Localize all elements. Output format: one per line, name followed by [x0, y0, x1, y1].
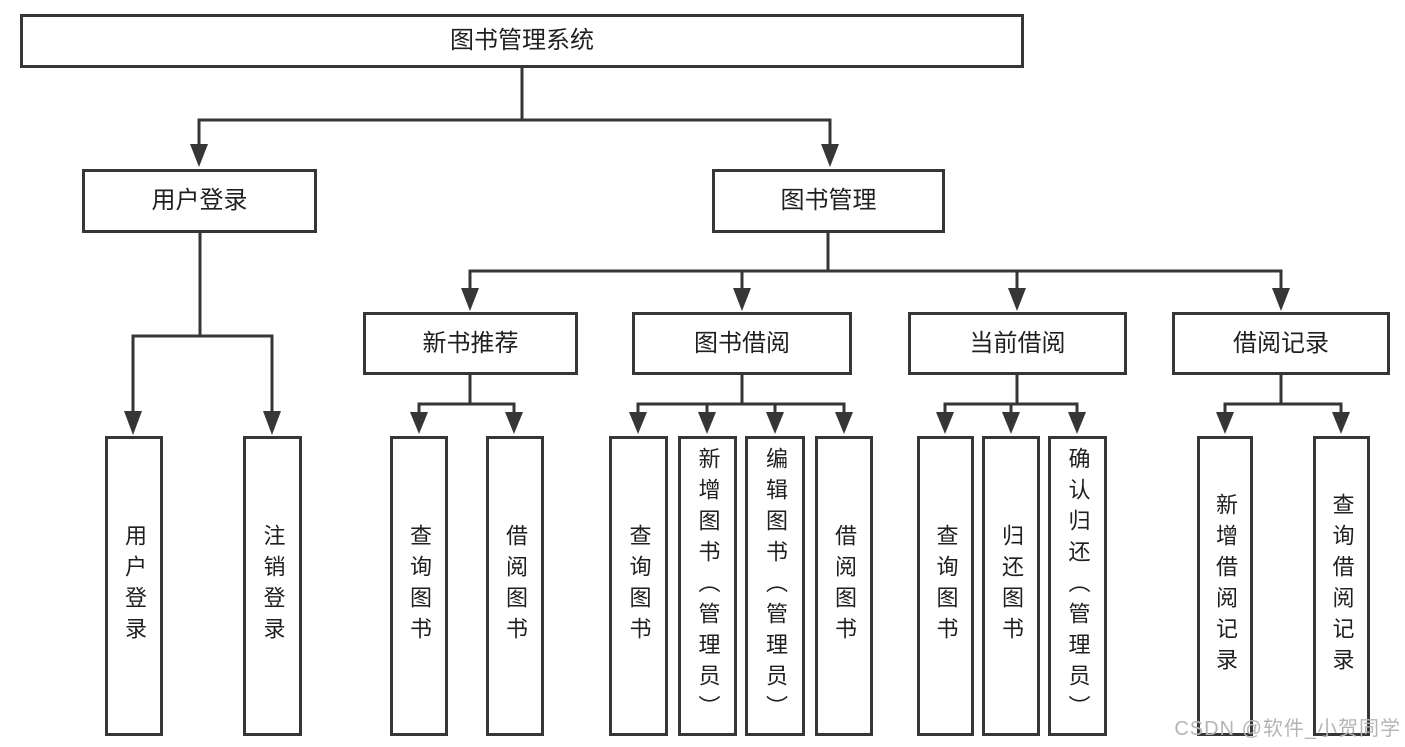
node-edit-book-admin: 编辑图书（管理员） [745, 436, 805, 736]
node-add-borrow-record: 新增借阅记录 [1197, 436, 1253, 736]
node-query-borrow-record: 查询借阅记录 [1313, 436, 1370, 736]
node-return-books: 归还图书 [982, 436, 1040, 736]
connector-new-book-recommendation-branch [410, 375, 523, 434]
node-library-management-system: 图书管理系统 [20, 14, 1024, 68]
node-confirm-return-admin: 确认归还（管理员） [1048, 436, 1107, 736]
node-query-books-borrowing: 查询图书 [609, 436, 668, 736]
node-borrow-books-recommend: 借阅图书 [486, 436, 544, 736]
connector-borrowing-records-branch [1216, 375, 1350, 434]
node-borrow-books-leaf: 借阅图书 [815, 436, 873, 736]
connector-current-borrowing-branch [936, 375, 1086, 434]
connector-book-management-branch [461, 233, 1290, 311]
node-borrowing-records: 借阅记录 [1172, 312, 1390, 375]
node-logout: 注销登录 [243, 436, 302, 736]
node-query-books-recommend: 查询图书 [390, 436, 448, 736]
connector-root-branch [190, 68, 839, 167]
connector-book-borrowing-branch [629, 375, 853, 434]
watermark: CSDN @软件_小贺同学 [1174, 718, 1401, 740]
node-add-book-admin: 新增图书（管理员） [678, 436, 737, 736]
node-user-login-leaf: 用户登录 [105, 436, 163, 736]
node-query-books-current: 查询图书 [917, 436, 974, 736]
node-current-borrowing: 当前借阅 [908, 312, 1127, 375]
node-book-borrowing: 图书借阅 [632, 312, 852, 375]
node-book-management: 图书管理 [712, 169, 945, 233]
node-new-book-recommendation: 新书推荐 [363, 312, 578, 375]
connector-user-login-branch [124, 233, 281, 435]
node-user-login: 用户登录 [82, 169, 317, 233]
